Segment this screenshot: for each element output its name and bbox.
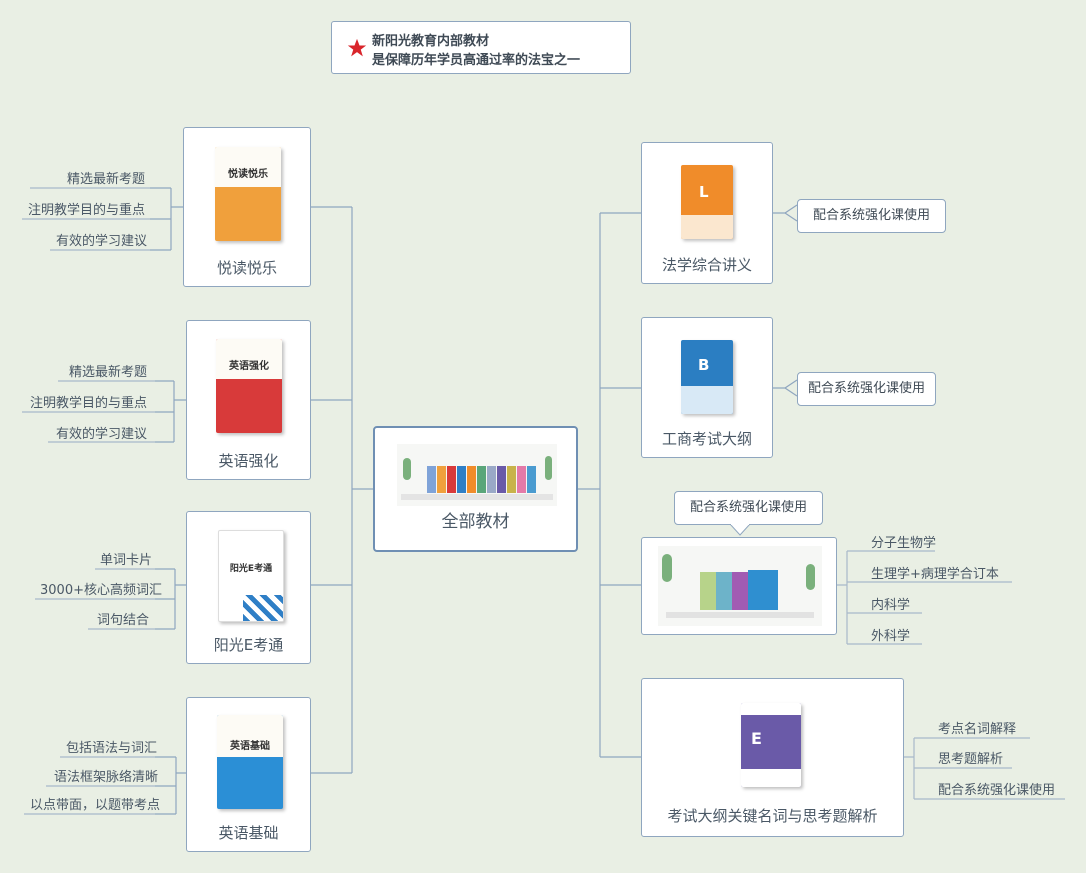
callout-business: 配合系统强化课使用 (797, 372, 936, 406)
leaf-kaotong-1: 单词卡片 (100, 553, 153, 568)
leaf-yuedu-1: 精选最新考题 (67, 172, 146, 187)
leaf-kaotong-2: 3000+核心高频词汇 (40, 583, 162, 598)
leaf-exam-1: 考点名词解释 (938, 722, 1017, 737)
book-title-yuedu: 悦读悦乐 (216, 259, 277, 277)
leaf-jichu-2: 语法框架脉络清晰 (54, 770, 159, 785)
callout-medical: 配合系统强化课使用 (674, 491, 823, 525)
book-title-yingyu-jichu: 英语基础 (218, 824, 279, 842)
book-cover-exam: E (741, 703, 801, 787)
center-label: 全部教材 (441, 512, 510, 532)
book-node-yingyu-qianghua[interactable]: 英语强化 英语强化 (186, 320, 311, 480)
leaf-exam-3: 配合系统强化课使用 (938, 783, 1056, 798)
leaf-medical-4: 外科学 (871, 629, 911, 644)
leaf-qianghua-3: 有效的学习建议 (56, 427, 148, 442)
header-line-1: 新阳光教育内部教材 (372, 34, 490, 49)
book-cover-law: L (681, 165, 733, 239)
book-title-law: 法学综合讲义 (661, 256, 752, 274)
leaf-medical-3: 内科学 (871, 598, 911, 613)
book-node-yuedu[interactable]: 悦读悦乐 悦读悦乐 (183, 127, 311, 287)
book-title-e-kaotong: 阳光E考通 (213, 636, 284, 654)
book-title-yingyu-qianghua: 英语强化 (218, 452, 279, 470)
callout-law: 配合系统强化课使用 (797, 199, 946, 233)
leaf-qianghua-2: 注明教学目的与重点 (30, 396, 148, 411)
center-node[interactable]: 全部教材 (373, 426, 578, 552)
leaf-exam-2: 思考题解析 (938, 752, 1004, 767)
book-node-yingyu-jichu[interactable]: 英语基础 英语基础 (186, 697, 311, 852)
book-cover-e-kaotong: 阳光E考通 (218, 530, 284, 622)
leaf-yuedu-2: 注明教学目的与重点 (28, 203, 146, 218)
book-title-business: 工商考试大纲 (661, 430, 752, 448)
star-icon (347, 38, 367, 57)
callout-medical-pointer (730, 524, 750, 536)
book-title-exam: 考试大纲关键名词与思考题解析 (667, 807, 878, 825)
leaf-kaotong-3: 词句结合 (97, 613, 150, 628)
header-line-2: 是保障历年学员高通过率的法宝之一 (372, 53, 581, 68)
leaf-qianghua-1: 精选最新考题 (69, 365, 148, 380)
book-cover-business: B (681, 340, 733, 414)
book-node-law[interactable]: L 法学综合讲义 (641, 142, 773, 284)
book-node-medical[interactable] (641, 537, 837, 635)
all-books-image (397, 444, 557, 506)
medical-books-image (658, 546, 822, 626)
book-node-exam[interactable]: E 考试大纲关键名词与思考题解析 (641, 678, 904, 837)
leaf-yuedu-3: 有效的学习建议 (56, 234, 148, 249)
book-node-business[interactable]: B 工商考试大纲 (641, 317, 773, 458)
book-node-e-kaotong[interactable]: 阳光E考通 阳光E考通 (186, 511, 311, 664)
book-cover-yuedu: 悦读悦乐 (215, 147, 281, 241)
leaf-medical-2: 生理学+病理学合订本 (871, 567, 999, 582)
leaf-jichu-3: 以点带面，以题带考点 (30, 798, 161, 813)
book-cover-yingyu-qianghua: 英语强化 (216, 339, 282, 433)
leaf-medical-1: 分子生物学 (871, 536, 937, 551)
leaf-jichu-1: 包括语法与词汇 (66, 741, 158, 756)
book-cover-yingyu-jichu: 英语基础 (217, 715, 283, 809)
header-banner: 新阳光教育内部教材 是保障历年学员高通过率的法宝之一 (331, 21, 631, 74)
